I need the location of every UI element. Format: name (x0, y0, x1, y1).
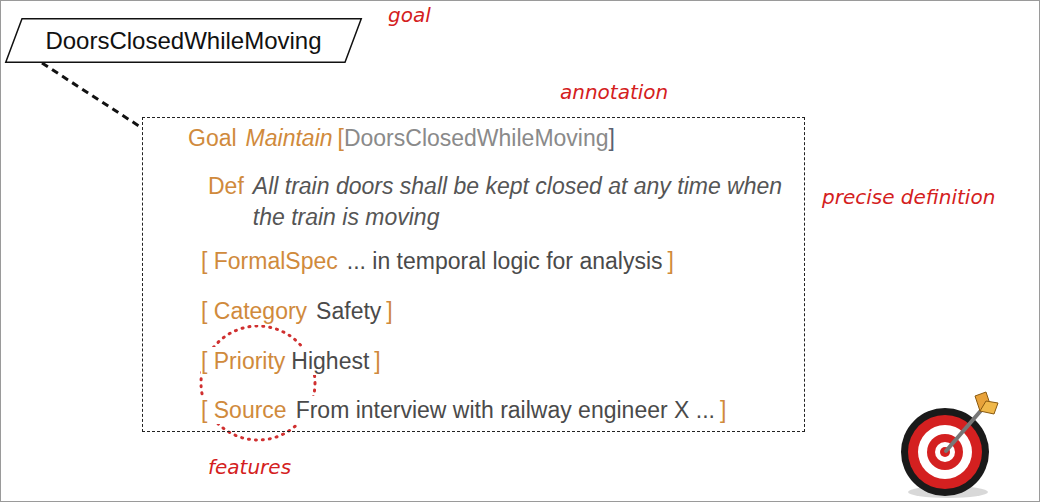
text-row: Def All train doors shall be kept closed … (208, 171, 793, 233)
dart-shaft (946, 407, 984, 451)
text-holder: DoorsClosedWhileMoving (5, 18, 362, 63)
pattern-keyword: Maintain (246, 124, 333, 152)
text-row: [ Category Safety] (201, 297, 393, 325)
feature-value: From interview with railway engineer X .… (296, 396, 715, 424)
callout-label: precise definition (822, 185, 995, 209)
feature-value: Highest (291, 347, 369, 375)
dart-fletching (980, 401, 998, 414)
goal-name: DoorsClosedWhileMoving (344, 124, 609, 152)
bracket: ] (609, 124, 615, 152)
bracket: ] (668, 247, 674, 275)
target-icon (901, 392, 998, 498)
annotation-box: GoalMaintain[DoorsClosedWhileMoving]DefA… (142, 117, 805, 432)
feature-key: [ Priority (201, 347, 285, 375)
goal-name: DoorsClosedWhileMoving (45, 27, 321, 55)
feature-key: [ FormalSpec (201, 247, 338, 275)
bracket: ] (386, 297, 392, 325)
text-row: [ FormalSpec ... in temporal logic for an… (201, 247, 674, 275)
target-ring (901, 408, 989, 496)
feature-value: ... in temporal logic for analysis (347, 247, 663, 275)
text-row: GoalMaintain[DoorsClosedWhileMoving] (188, 124, 615, 152)
goal-keyword: Goal (188, 124, 237, 152)
def-keyword: Def (208, 171, 244, 202)
feature-key: [ Category (201, 297, 307, 325)
text-row: [ Source From interview with railway engi… (201, 396, 726, 424)
dashed-connector (42, 63, 142, 128)
definition-text: All train doors shall be kept closed at … (253, 171, 793, 233)
parallelogram-outline (6, 19, 362, 63)
bracket: ] (720, 396, 726, 424)
callout-label: annotation (560, 80, 668, 104)
feature-value: Safety (316, 297, 381, 325)
callout-label: goal (388, 3, 431, 27)
text-row: [ PriorityHighest] (201, 347, 381, 375)
feature-key: [ Source (201, 396, 287, 424)
bracket: ] (374, 347, 380, 375)
goal-parallelogram: DoorsClosedWhileMoving (5, 18, 362, 63)
connector-layer (42, 63, 142, 128)
callout-label: features (208, 455, 291, 479)
